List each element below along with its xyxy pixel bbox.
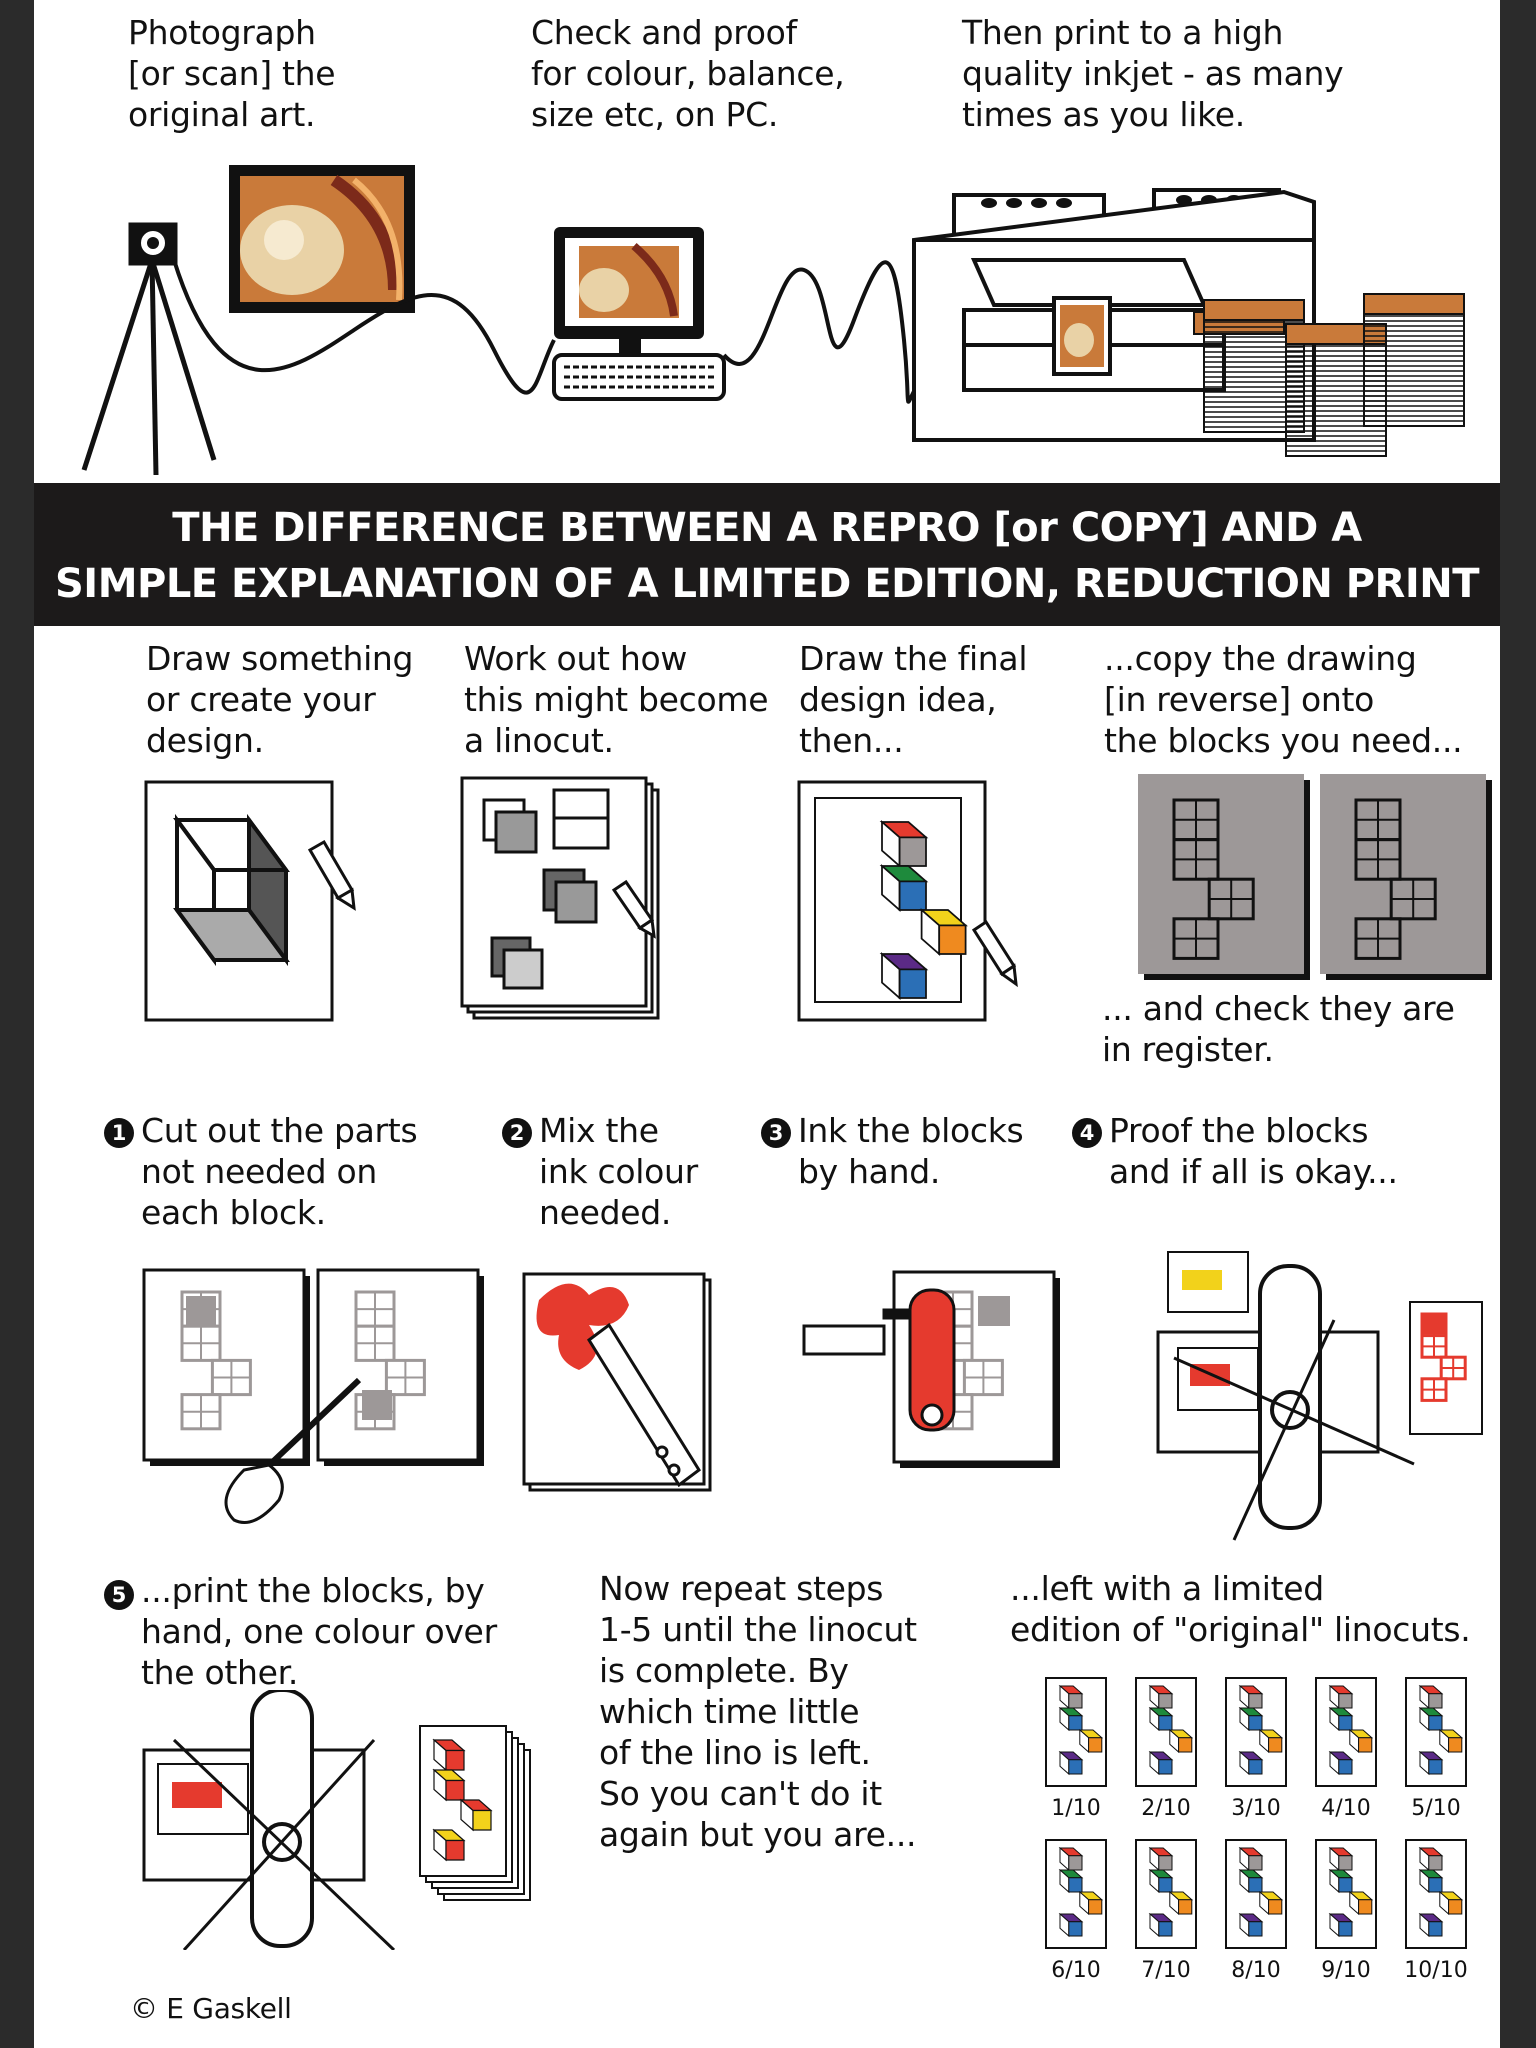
ink-roller-icon: [802, 1270, 1060, 1468]
edition-print-4: [1315, 1677, 1377, 1787]
edition-print-3: [1225, 1677, 1287, 1787]
proof-press-icon: [1156, 1251, 1483, 1541]
step-4-caption: Proof the blocks and if all is okay...: [1109, 1111, 1398, 1191]
camera-tripod-icon: [81, 222, 217, 476]
artist-credit: © E Gaskell: [130, 1992, 292, 2025]
edition-print-7: [1135, 1839, 1197, 1949]
edition-print-9: [1315, 1839, 1377, 1949]
design-stage-illustrations: [144, 774, 1492, 1022]
edition-label-10: 10/10: [1404, 1958, 1468, 1983]
check-proof-caption: Check and proof for colour, balance, siz…: [531, 13, 845, 134]
edition-print-1: [1045, 1677, 1107, 1787]
edition-label-2: 2/10: [1141, 1796, 1191, 1821]
step-5-badge: 5: [104, 1580, 134, 1610]
repro-process-illustration: [81, 165, 1465, 476]
title-line-1: THE DIFFERENCE BETWEEN A REPRO [or COPY]…: [172, 505, 1362, 551]
step-3-caption: Ink the blocks by hand.: [798, 1111, 1024, 1191]
linocut-layout-sketch-icon: [460, 776, 660, 1020]
step-5-illustration: [142, 1690, 531, 1950]
pencil-icon: [307, 839, 356, 911]
mix-ink-icon: [522, 1272, 712, 1492]
final-design-sketch-icon: [797, 780, 1018, 1022]
copy-reverse-caption: ...copy the drawing [in reverse] onto th…: [1104, 639, 1463, 760]
infographic-sheet: Photograph [or scan] the original art. C…: [34, 0, 1500, 2048]
original-artwork-icon: [229, 165, 415, 313]
gouge-tool-icon: [224, 1377, 362, 1524]
step-1-badge: 1: [104, 1118, 134, 1148]
camera-cable: [172, 259, 556, 395]
edition-label-3: 3/10: [1231, 1796, 1281, 1821]
edition-label-9: 9/10: [1321, 1958, 1371, 1983]
step-2-badge: 2: [502, 1118, 532, 1148]
edition-label-1: 1/10: [1051, 1796, 1101, 1821]
step-1-caption: Cut out the parts not needed on each blo…: [141, 1111, 418, 1232]
print-stacks-icon: [1193, 293, 1465, 457]
lino-blocks-icon: [1138, 774, 1492, 980]
edition-print-6: [1045, 1839, 1107, 1949]
printing-press-icon: [142, 1690, 396, 1950]
edition-label-7: 7/10: [1141, 1958, 1191, 1983]
step-2-caption: Mix the ink colour needed.: [539, 1111, 698, 1232]
step-5-caption: ...print the blocks, by hand, one colour…: [141, 1571, 497, 1692]
draw-design-caption: Draw something or create your design.: [146, 639, 414, 760]
inkjet-printer-icon: [912, 188, 1316, 442]
title-banner: THE DIFFERENCE BETWEEN A REPRO [or COPY]…: [34, 483, 1500, 626]
print-inkjet-caption: Then print to a high quality inkjet - as…: [962, 13, 1344, 134]
edition-print-5: [1405, 1677, 1467, 1787]
step-3-badge: 3: [761, 1118, 791, 1148]
limited-edition-caption: ...left with a limited edition of "origi…: [1010, 1569, 1471, 1649]
cut-blocks-icon: [142, 1268, 484, 1524]
keyboard-icon: [552, 353, 726, 401]
printed-sheets-icon: [419, 1725, 531, 1901]
register-check-caption: ... and check they are in register.: [1102, 989, 1455, 1069]
edition-print-10: [1405, 1839, 1467, 1949]
steps-1-4-illustrations: [142, 1251, 1483, 1541]
step-4-badge: 4: [1072, 1118, 1102, 1148]
title-line-2: SIMPLE EXPLANATION OF A LIMITED EDITION,…: [55, 561, 1480, 607]
edition-label-5: 5/10: [1411, 1796, 1461, 1821]
edition-print-2: [1135, 1677, 1197, 1787]
photograph-caption: Photograph [or scan] the original art.: [128, 13, 336, 134]
edition-label-6: 6/10: [1051, 1958, 1101, 1983]
cube-sketch-icon: [144, 780, 334, 1022]
work-out-linocut-caption: Work out how this might become a linocut…: [464, 639, 769, 760]
printer-cable: [722, 260, 946, 404]
computer-monitor-icon: [554, 227, 704, 353]
edition-print-8: [1225, 1839, 1287, 1949]
repeat-steps-caption: Now repeat steps 1-5 until the linocut i…: [599, 1569, 917, 1854]
final-design-caption: Draw the final design idea, then...: [799, 639, 1028, 760]
edition-label-4: 4/10: [1321, 1796, 1371, 1821]
edition-label-8: 8/10: [1231, 1958, 1281, 1983]
edition-prints-grid: [1045, 1677, 1467, 1949]
